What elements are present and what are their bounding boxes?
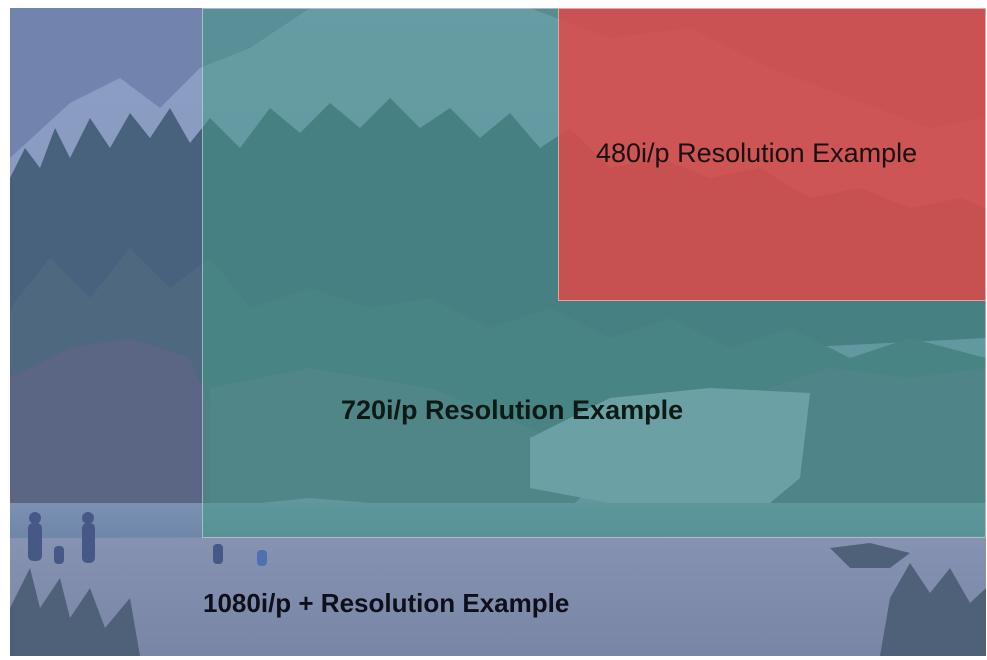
- label-1080: 1080i/p + Resolution Example: [203, 588, 570, 618]
- overlay-480: [558, 8, 986, 301]
- label-720: 720i/p Resolution Example: [341, 395, 684, 425]
- label-480: 480i/p Resolution Example: [596, 138, 918, 168]
- resolution-comparison-figure: 480i/p Resolution Example 720i/p Resolut…: [10, 8, 986, 656]
